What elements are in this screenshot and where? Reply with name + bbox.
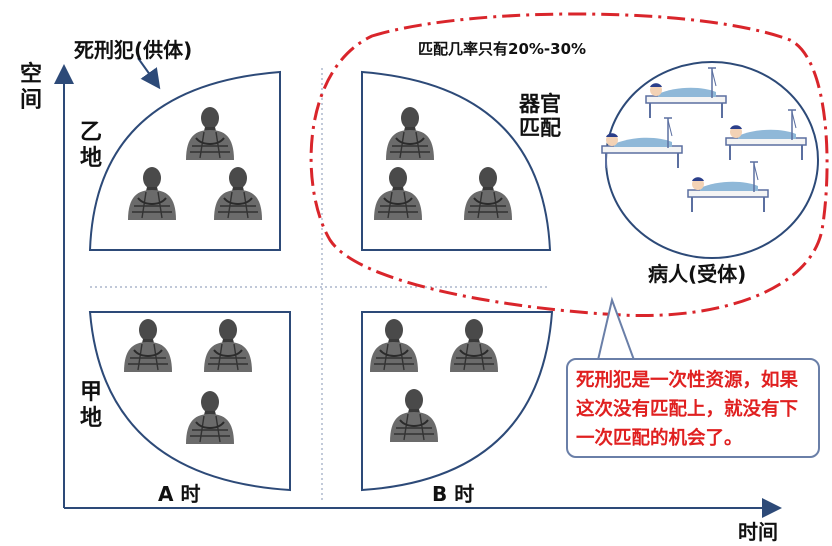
match-rate-label: 匹配几率只有20%-30%: [418, 40, 587, 58]
place-a-label: 甲地: [79, 380, 102, 431]
time-b-label: B 时: [432, 482, 475, 506]
x-axis-label: 时间: [738, 520, 778, 544]
arrow-icon: [137, 57, 161, 90]
quadrant-top-left: [88, 70, 281, 251]
callout-note: 死刑犯是一次性资源，如果这次没有匹配上，就没有下一次匹配的机会了。: [566, 358, 820, 458]
callout-pointer: [596, 296, 636, 361]
organ-match-label: 器官匹配: [519, 92, 561, 140]
y-axis-label: 空间: [19, 62, 42, 113]
donor-label: 死刑犯(供体): [74, 38, 193, 62]
place-b-label: 乙地: [79, 120, 102, 171]
quadrant-bottom-left: [88, 311, 291, 492]
recipient-label: 病人(受体): [648, 262, 747, 286]
time-a-label: A 时: [158, 482, 201, 506]
